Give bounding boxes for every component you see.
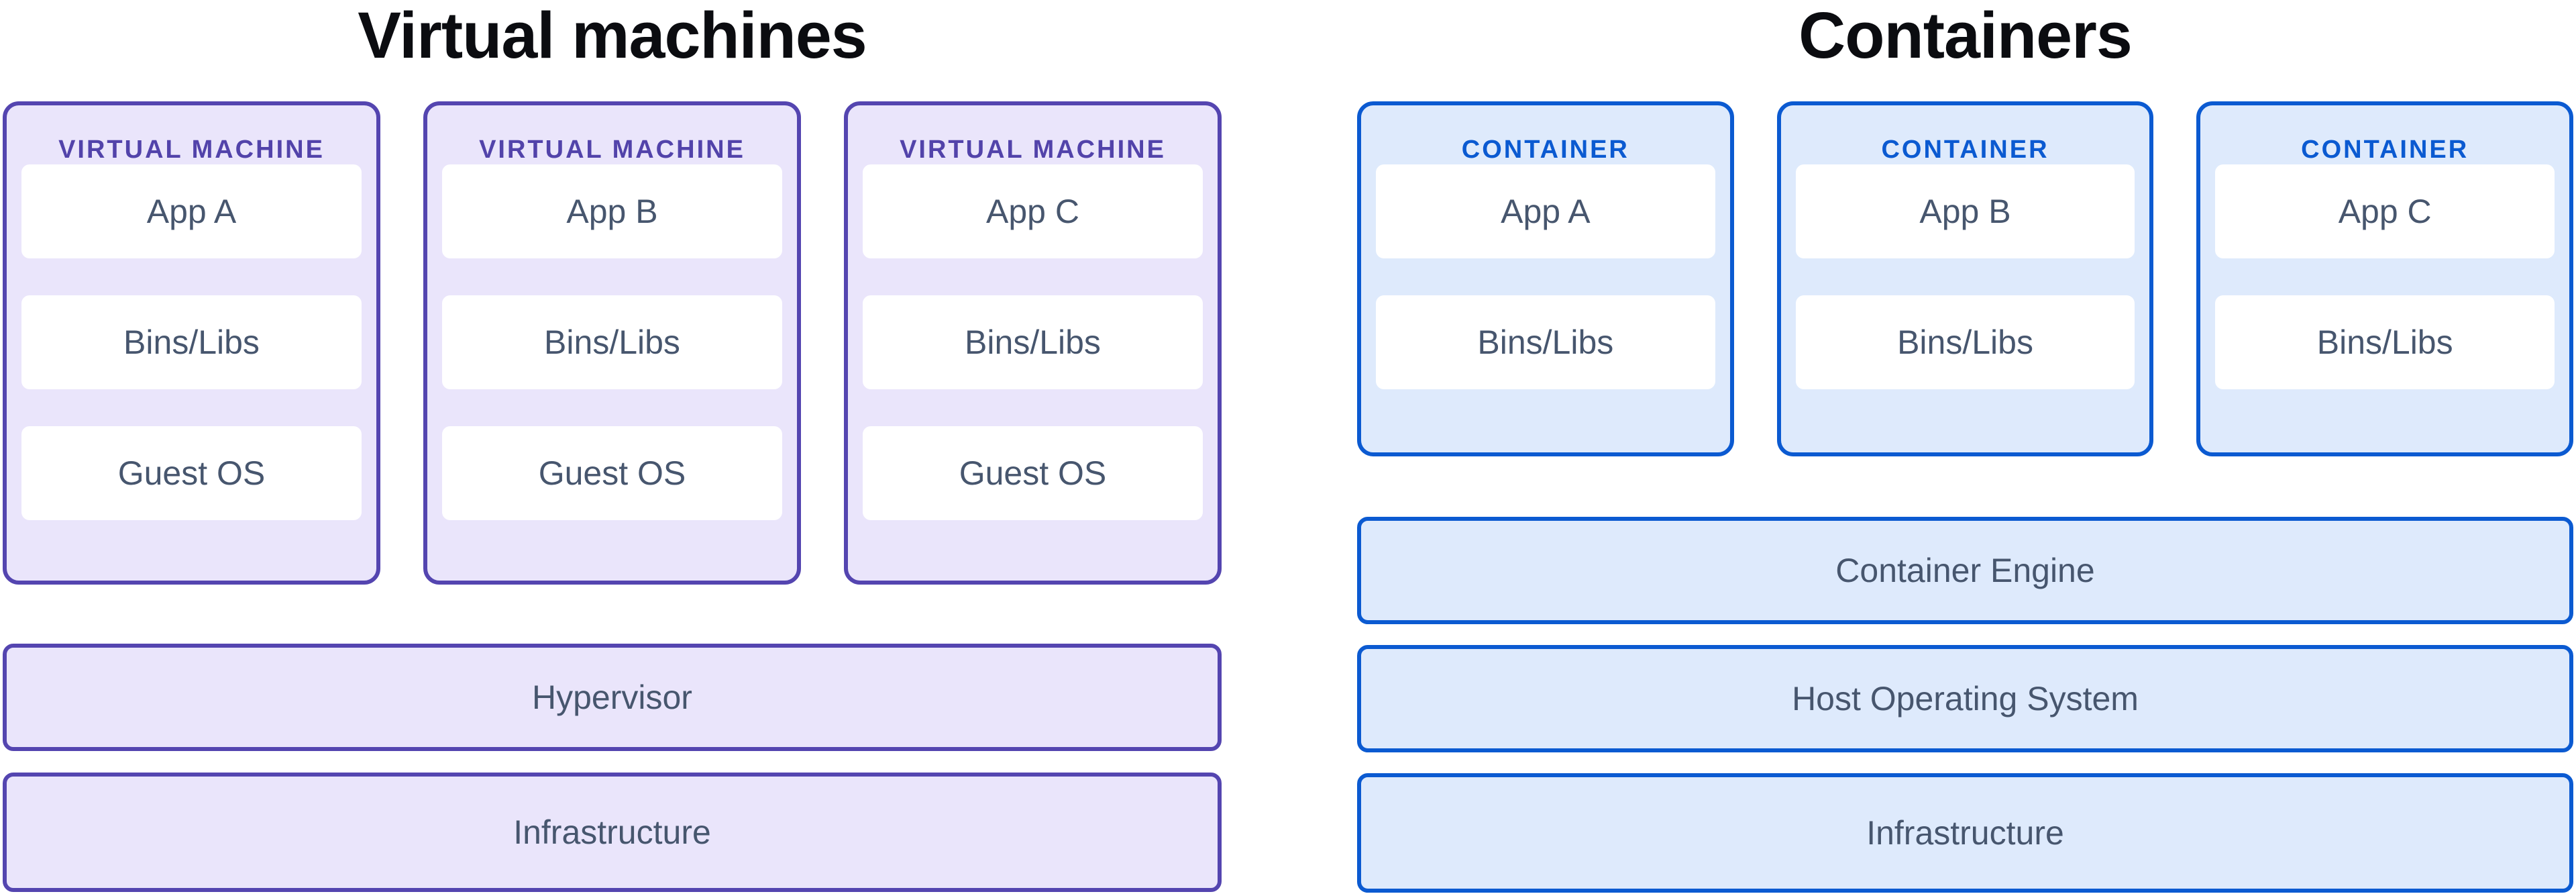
containers-title: Containers <box>1799 0 2133 72</box>
host-operating-system-box: Host Operating System <box>1357 645 2573 752</box>
container-card-3: CONTAINER App C Bins/Libs <box>2196 101 2574 456</box>
container-card-2-app-layer: App B <box>1795 164 2135 258</box>
vm-card-3-bins-libs-layer: Bins/Libs <box>863 295 1203 389</box>
vm-card-3-label: VIRTUAL MACHINE <box>900 136 1166 164</box>
container-engine-box: Container Engine <box>1357 517 2573 624</box>
container-card-3-label: CONTAINER <box>2301 136 2469 164</box>
vm-infrastructure-box: Infrastructure <box>3 773 1222 892</box>
container-card-2-bins-libs-layer: Bins/Libs <box>1795 295 2135 389</box>
vm-card-3-guest-os-layer: Guest OS <box>863 426 1203 520</box>
container-card-3-bins-libs-layer: Bins/Libs <box>2215 295 2555 389</box>
containers-infrastructure-box: Infrastructure <box>1357 773 2573 893</box>
container-card-2-label: CONTAINER <box>1881 136 2049 164</box>
vm-card-1-bins-libs-layer: Bins/Libs <box>21 295 362 389</box>
vm-card-2-bins-libs-layer: Bins/Libs <box>442 295 782 389</box>
vm-card-2-label: VIRTUAL MACHINE <box>479 136 745 164</box>
vm-card-1: VIRTUAL MACHINE App A Bins/Libs Guest OS <box>3 101 380 585</box>
vm-card-2: VIRTUAL MACHINE App B Bins/Libs Guest OS <box>423 101 801 585</box>
container-card-1-bins-libs-layer: Bins/Libs <box>1376 295 1715 389</box>
container-card-3-app-layer: App C <box>2215 164 2555 258</box>
vm-card-2-guest-os-layer: Guest OS <box>442 426 782 520</box>
hypervisor-box: Hypervisor <box>3 644 1222 751</box>
virtual-machines-panel: Virtual machines VIRTUAL MACHINE App A B… <box>3 0 1222 892</box>
container-card-1: CONTAINER App A Bins/Libs <box>1357 101 1734 456</box>
vm-card-3: VIRTUAL MACHINE App C Bins/Libs Guest OS <box>844 101 1222 585</box>
container-card-2: CONTAINER App B Bins/Libs <box>1776 101 2154 456</box>
container-card-1-label: CONTAINER <box>1461 136 1629 164</box>
vm-card-3-app-layer: App C <box>863 164 1203 258</box>
container-cards-row: CONTAINER App A Bins/Libs CONTAINER App … <box>1357 101 2574 456</box>
vm-card-1-label: VIRTUAL MACHINE <box>58 136 325 164</box>
virtual-machines-title: Virtual machines <box>358 0 867 72</box>
vm-card-1-app-layer: App A <box>21 164 362 258</box>
container-card-1-app-layer: App A <box>1376 164 1715 258</box>
vm-card-2-app-layer: App B <box>442 164 782 258</box>
containers-panel: Containers CONTAINER App A Bins/Libs CON… <box>1357 0 2574 893</box>
vm-cards-row: VIRTUAL MACHINE App A Bins/Libs Guest OS… <box>3 101 1222 585</box>
vm-card-1-guest-os-layer: Guest OS <box>21 426 362 520</box>
